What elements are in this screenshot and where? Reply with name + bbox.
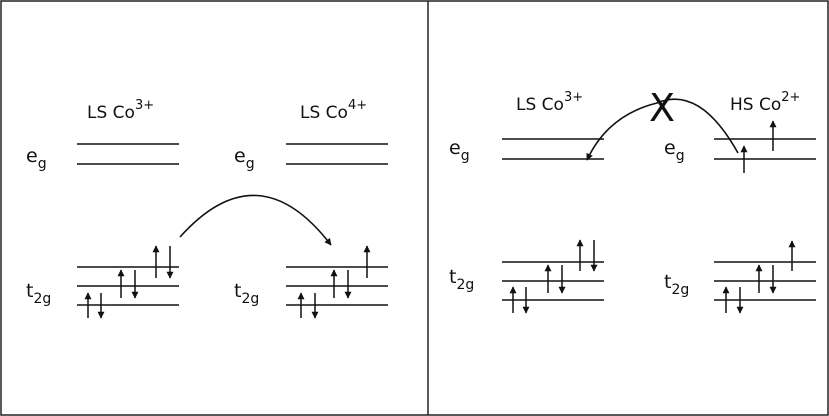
eg-label-right: eg	[664, 137, 685, 164]
ion-label-hs-co2: HS Co2+	[730, 90, 800, 115]
eg-label-left: eg	[449, 137, 470, 164]
left-panel: LS Co3+ LS Co4+ eg eg t2g t2g	[26, 98, 388, 319]
blocked-transfer-arrow	[586, 98, 739, 161]
ion-label-ls-co4: LS Co4+	[300, 98, 367, 123]
right-panel: LS Co3+ HS Co2+ eg eg t2g t2g	[449, 86, 816, 314]
eg-label-right: eg	[234, 145, 255, 172]
t2g-label-right: t2g	[664, 271, 689, 298]
ion-label-ls-co3: LS Co3+	[87, 98, 154, 123]
ion-label-ls-co3: LS Co3+	[516, 90, 583, 115]
eg-label-left: eg	[26, 145, 47, 172]
t2g-label-right: t2g	[234, 280, 259, 307]
t2g-label-left: t2g	[449, 266, 474, 293]
t2g-label-left: t2g	[26, 280, 51, 307]
electron-transfer-arrow	[179, 194, 332, 246]
blocked-mark: X	[649, 86, 675, 130]
